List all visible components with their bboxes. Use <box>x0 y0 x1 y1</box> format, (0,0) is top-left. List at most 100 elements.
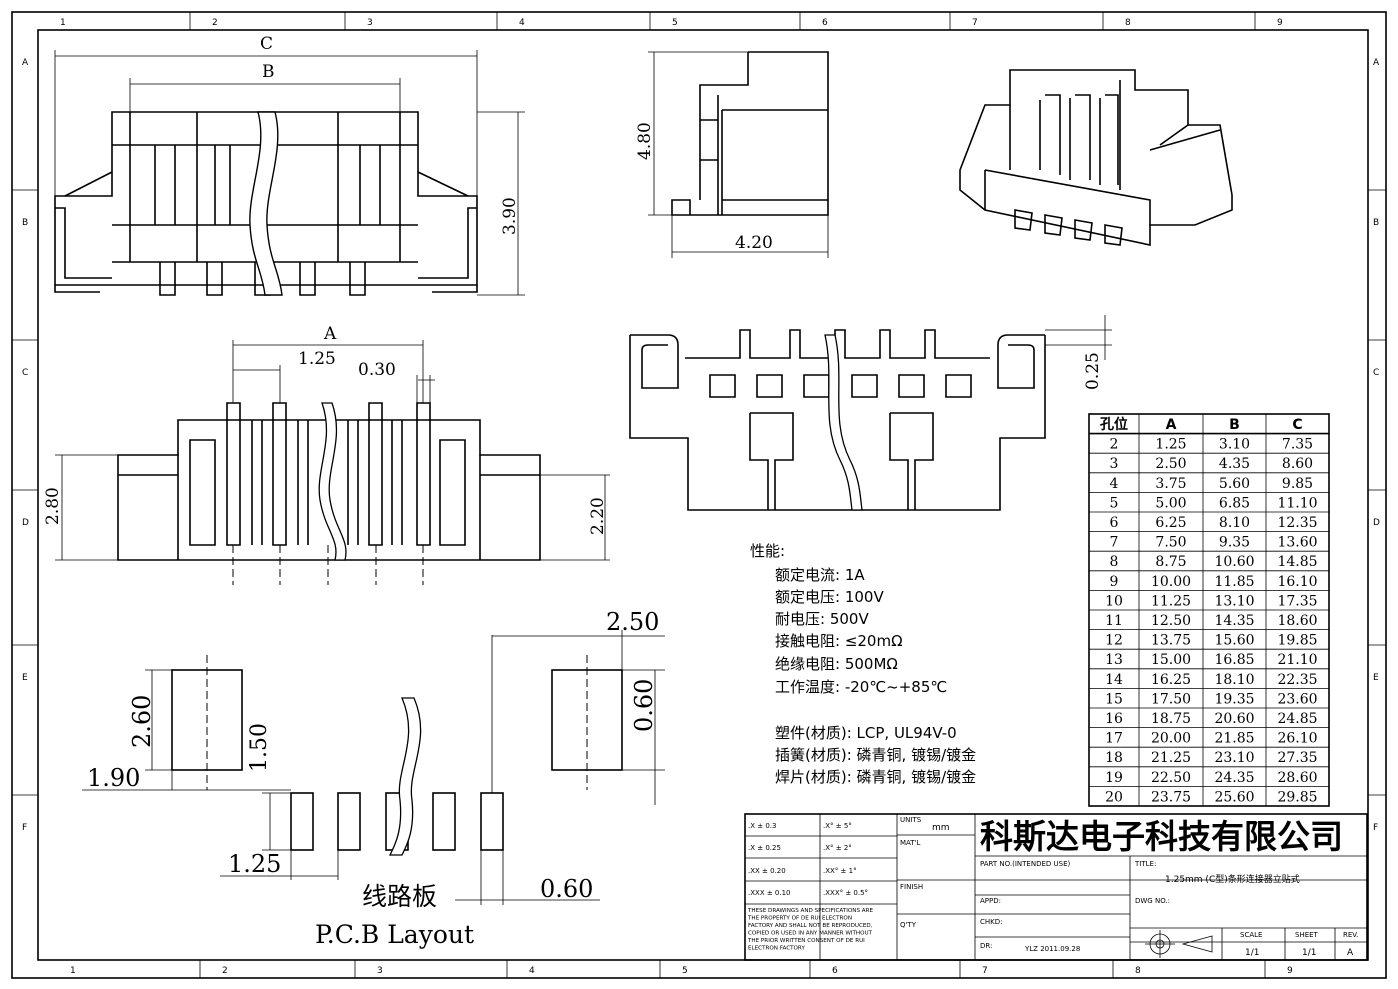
frame-row-letter: F <box>1373 823 1378 833</box>
table-cell: 8.75 <box>1155 554 1186 570</box>
dr-value: YLZ 2011.09.28 <box>1024 945 1080 953</box>
table-cell: 17.50 <box>1151 691 1191 707</box>
table-cell: 20.60 <box>1214 711 1254 727</box>
table-cell: 8.60 <box>1282 456 1313 472</box>
pcb-dim-pad-w: 2.50 <box>606 608 659 636</box>
table-cell: 13.75 <box>1151 633 1191 649</box>
appd-label: APPD: <box>980 897 1001 905</box>
table-cell: 21.25 <box>1151 750 1191 766</box>
table-cell: 23.75 <box>1151 789 1191 805</box>
frame-col-number: 1 <box>60 18 66 28</box>
table-cell: 18.60 <box>1277 613 1317 629</box>
table-cell: 11.25 <box>1151 593 1191 609</box>
frame-row-letter: C <box>22 368 28 378</box>
frame-col-number: 7 <box>982 966 988 976</box>
frame-row-letter: B <box>1373 218 1379 228</box>
back-view: 0.25 <box>629 315 1112 511</box>
front-view: C B 3.90 <box>54 34 525 296</box>
pcb-label-cn: 线路板 <box>362 882 437 911</box>
tol-angular: .X° ± 2° <box>823 844 852 852</box>
spec-notes: 性能: 额定电流: 1A 额定电压: 100V 耐电压: 500V 接触电阻: … <box>750 542 976 786</box>
table-cell: 11 <box>1105 613 1123 629</box>
table-cell: 19 <box>1105 770 1123 786</box>
table-cell: 5.00 <box>1155 495 1186 511</box>
frame-col-number: 6 <box>822 18 828 28</box>
table-cell: 18.75 <box>1151 711 1191 727</box>
table-cell: 10.00 <box>1151 574 1191 590</box>
table-cell: 25.60 <box>1214 789 1254 805</box>
scale-label: SCALE <box>1240 931 1262 939</box>
table-cell: 21.10 <box>1277 652 1317 668</box>
copyright-notice-line: THE PRIOR WRITTEN CONSENT OF DE RUI <box>747 938 865 944</box>
table-cell: 23.10 <box>1214 750 1254 766</box>
table-cell: 5.60 <box>1219 476 1250 492</box>
table-cell: 13.10 <box>1214 593 1254 609</box>
table-cell: 21.85 <box>1214 731 1254 747</box>
dwg-no-label: DWG NO.: <box>1135 897 1170 905</box>
table-cell: 2 <box>1110 437 1119 453</box>
frame-col-number: 9 <box>1287 966 1293 976</box>
frame-col-number: 9 <box>1277 18 1283 28</box>
sheet-label: SHEET <box>1295 931 1319 939</box>
top-dim-left: 2.80 <box>43 487 63 525</box>
spec-line: 工作温度: -20℃~+85℃ <box>775 678 947 696</box>
table-header: A <box>1166 417 1177 433</box>
table-cell: 16.25 <box>1151 672 1191 688</box>
copyright-notice-line: THE PROPERTY OF DE RUI ELECTRON <box>747 916 852 922</box>
finish-label: FINISH <box>900 883 923 891</box>
top-dim-pitch: 1.25 <box>298 349 336 369</box>
table-cell: 2.50 <box>1155 456 1186 472</box>
top-view: A 1.25 0.30 2.80 2.20 <box>43 324 610 585</box>
table-cell: 15.60 <box>1214 633 1254 649</box>
table-cell: 1.25 <box>1155 437 1186 453</box>
frame-col-number: 4 <box>529 966 535 976</box>
tol-angular: .XX° ± 1° <box>823 867 857 875</box>
table-cell: 7.35 <box>1282 437 1313 453</box>
table-cell: 19.35 <box>1214 691 1254 707</box>
table-cell: 28.60 <box>1277 770 1317 786</box>
tol-linear: .XX ± 0.20 <box>748 867 786 875</box>
table-cell: 26.10 <box>1277 731 1317 747</box>
pcb-dim-left: 1.90 <box>87 764 140 792</box>
side-view: 4.80 4.20 <box>635 51 829 258</box>
frame-row-letter: C <box>1373 368 1379 378</box>
table-cell: 27.35 <box>1277 750 1317 766</box>
table-cell: 6 <box>1110 515 1119 531</box>
side-dim-width: 4.20 <box>735 233 773 253</box>
frame-row-letter: B <box>22 218 28 228</box>
top-dim-pin: 0.30 <box>358 360 396 380</box>
frame-col-number: 5 <box>682 966 688 976</box>
tol-linear: .X ± 0.3 <box>748 822 776 830</box>
frame-col-number: 3 <box>377 966 383 976</box>
table-cell: 22.50 <box>1151 770 1191 786</box>
pcb-layout: 2.50 2.60 0.60 1.50 1.90 1.25 0.60 线路板 P… <box>82 608 665 949</box>
spec-line: 额定电压: 100V <box>775 588 884 606</box>
frame-col-number: 4 <box>519 18 525 28</box>
table-cell: 16.85 <box>1214 652 1254 668</box>
table-cell: 12.35 <box>1277 515 1317 531</box>
dim-c-label: C <box>260 34 273 54</box>
part-no-label: PART NO.(INTENDED USE) <box>980 860 1070 868</box>
side-dim-height: 4.80 <box>635 122 655 160</box>
table-cell: 11.85 <box>1214 574 1254 590</box>
pcb-dim-pitch-v: 1.50 <box>247 723 272 772</box>
frame-col-number: 2 <box>222 966 228 976</box>
table-cell: 20 <box>1105 789 1123 805</box>
copyright-notice-line: COPIED OR USED IN ANY MANNER WITHOUT <box>748 931 873 937</box>
frame-row-letter: A <box>1373 58 1380 68</box>
frame-col-number: 8 <box>1125 18 1131 28</box>
table-cell: 13.60 <box>1277 535 1317 551</box>
frame-row-letter: E <box>22 673 28 683</box>
frame-row-letter: E <box>1373 673 1379 683</box>
table-cell: 10.60 <box>1214 554 1254 570</box>
frame-col-number: 3 <box>367 18 373 28</box>
table-cell: 22.35 <box>1277 672 1317 688</box>
table-cell: 14.35 <box>1214 613 1254 629</box>
rev-label: REV. <box>1343 931 1358 939</box>
tol-angular: .XXX° ± 0.5° <box>823 889 868 897</box>
table-cell: 23.60 <box>1277 691 1317 707</box>
table-cell: 29.85 <box>1277 789 1317 805</box>
table-cell: 9.35 <box>1219 535 1250 551</box>
frame-row-letter: D <box>22 518 29 528</box>
table-cell: 9 <box>1110 574 1119 590</box>
